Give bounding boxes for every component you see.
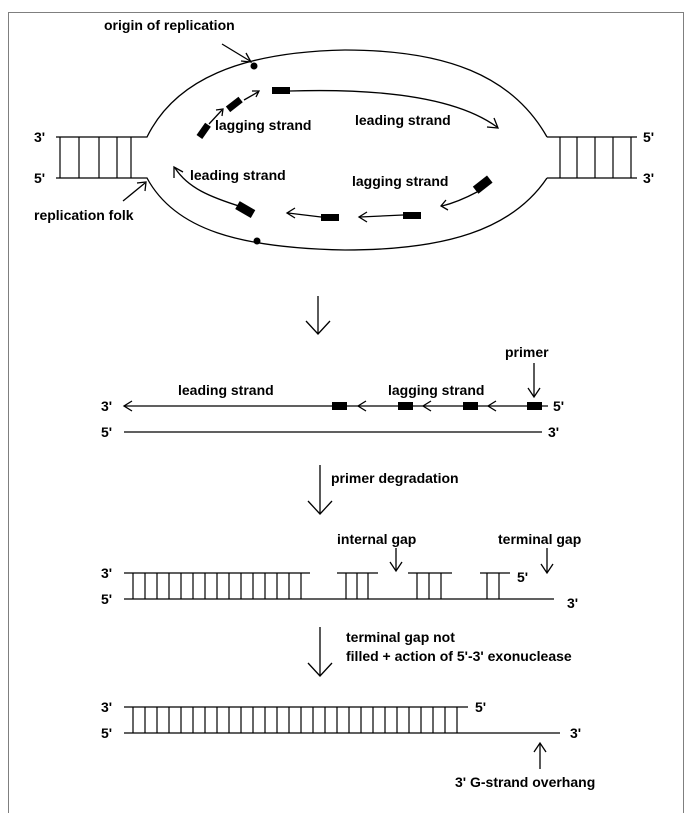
internal-gap-label: internal gap [337, 531, 416, 547]
primer-block [463, 402, 478, 410]
inner-top-leading-strand [289, 89, 498, 128]
step-arrow-2: primer degradation [307, 465, 459, 515]
inner-bottom-arrowhead [173, 165, 184, 178]
end-label: 5' [643, 129, 654, 145]
overhang-panel: 3' 5' 5' 3' 3' G-strand overhang [101, 699, 595, 790]
fragment-arrowhead [356, 400, 367, 412]
origin-pointer [221, 43, 251, 62]
figure-frame [8, 12, 684, 813]
bubble-outer-bottom [132, 177, 548, 251]
lagging-arrow [243, 91, 259, 101]
end-label: 3' [570, 725, 581, 741]
terminal-gap-label: terminal gap [498, 531, 581, 547]
end-label: 3' [101, 565, 112, 581]
end-label: 3' [34, 129, 45, 145]
leading-label-bottom: leading strand [190, 167, 286, 183]
lagging-arrow [208, 109, 223, 125]
end-label: 5' [517, 569, 528, 585]
lagging-label-top: lagging strand [215, 117, 311, 133]
primer-block [398, 402, 413, 410]
primer-block [272, 87, 290, 94]
lagging-label: lagging strand [388, 382, 484, 398]
primer-block [196, 122, 211, 140]
inner-top-arrowhead [486, 117, 499, 129]
primer-degradation-label: primer degradation [331, 470, 459, 486]
fragment-arrowhead [486, 400, 497, 412]
lagging-arrowhead [440, 199, 449, 211]
origin-dot-top [250, 62, 258, 70]
primer-block [225, 96, 243, 113]
primer-block [527, 402, 542, 410]
primer-strand-panel: primer leading strand lagging strand 3' … [101, 344, 564, 440]
primer-block [332, 402, 347, 410]
end-label: 5' [475, 699, 486, 715]
gap-panel: internal gap terminal gap 3' 5' 5' 3' [101, 531, 581, 611]
end-label: 5' [34, 170, 45, 186]
end-label: 3' [101, 699, 112, 715]
lagging-arrowhead [357, 211, 368, 223]
overhang-pointer-head [533, 741, 547, 753]
step-arrow-1 [305, 296, 331, 335]
gap-panel-rungs [132, 573, 500, 599]
top-strand-arrowhead [122, 400, 133, 412]
end-label: 3' [567, 595, 578, 611]
origin-label: origin of replication [104, 17, 235, 33]
right-duplex-rungs [559, 137, 632, 178]
leading-label-top: leading strand [355, 112, 451, 128]
origin-dot-bottom [253, 237, 261, 245]
end-label: 3' [643, 170, 654, 186]
end-label: 5' [101, 591, 112, 607]
inner-bottom-leading-strand [174, 167, 243, 208]
fragment-arrowhead [421, 400, 432, 412]
lagging-arrowhead [252, 90, 261, 98]
primer-block [321, 214, 339, 221]
end-label: 5' [101, 725, 112, 741]
lagging-arrow [441, 191, 478, 207]
end-label: 3' [548, 424, 559, 440]
exonuclease-label-line2: filled + action of 5'-3' exonuclease [346, 648, 572, 664]
overhang-label: 3' G-strand overhang [455, 774, 595, 790]
end-label: 5' [553, 398, 564, 414]
primer-block [403, 212, 421, 219]
lagging-arrowhead [285, 207, 296, 219]
lagging-arrowhead [215, 108, 224, 117]
primer-block [472, 175, 493, 194]
origin-pointer-head [240, 52, 253, 63]
fork-pointer [122, 182, 146, 202]
end-label: 5' [101, 424, 112, 440]
lagging-arrow [287, 212, 322, 218]
lagging-arrow [359, 214, 404, 218]
step-arrow-3: terminal gap not filled + action of 5'-3… [307, 627, 572, 677]
primer-block [235, 201, 256, 218]
lagging-label-bottom: lagging strand [352, 173, 448, 189]
fork-pointer-head [136, 181, 147, 192]
leading-label: leading strand [178, 382, 274, 398]
left-duplex-rungs [59, 137, 132, 178]
primer-label: primer [505, 344, 549, 360]
overhang-panel-rungs [132, 707, 458, 733]
exonuclease-label-line1: terminal gap not [346, 629, 455, 645]
internal-gap-pointer-head [389, 561, 403, 573]
terminal-gap-pointer-head [540, 563, 554, 575]
fork-label: replication folk [34, 207, 134, 223]
end-label: 3' [101, 398, 112, 414]
replication-bubble-panel: origin of replication lagging strand lea… [34, 17, 654, 251]
bubble-outer-top [132, 49, 548, 138]
primer-pointer-head [527, 387, 541, 399]
